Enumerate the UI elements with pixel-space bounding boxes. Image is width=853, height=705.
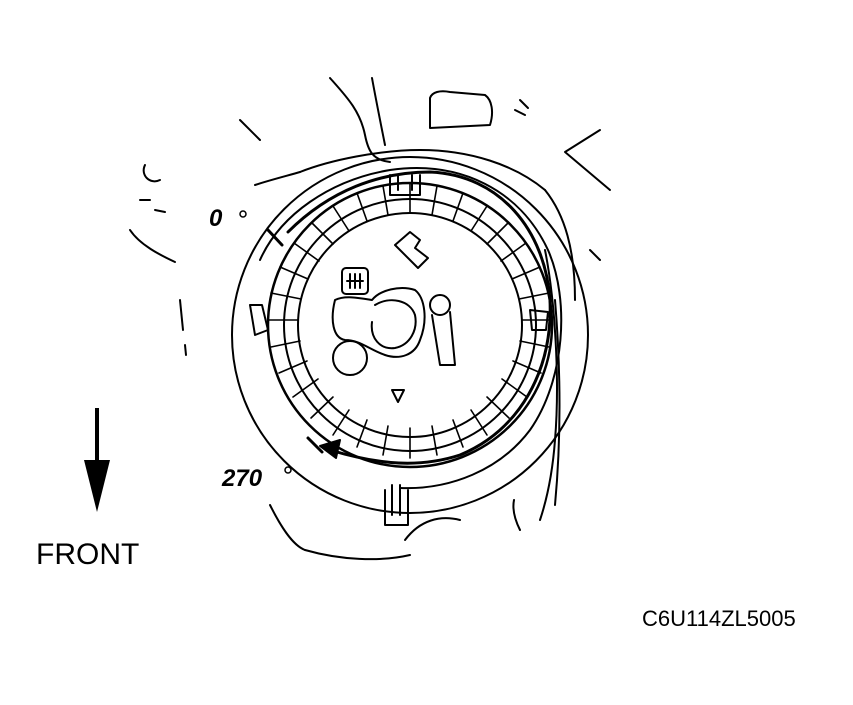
degree-symbol-270 — [284, 466, 292, 474]
bottom-tab — [384, 484, 409, 526]
pump-body-inner — [370, 299, 417, 350]
triangle-down-icon — [391, 389, 405, 403]
lock-ring-teeth — [267, 182, 553, 459]
top-tab — [389, 174, 421, 196]
front-label: FRONT — [36, 538, 140, 571]
arrow-down-icon — [84, 408, 110, 512]
l-bracket — [394, 231, 429, 269]
pump-body — [331, 287, 426, 358]
right-clip — [529, 309, 549, 331]
lock-ring-mid — [283, 198, 537, 452]
rotation-arc — [286, 170, 552, 465]
outlet-fitting — [429, 294, 451, 316]
lock-ring-inner — [297, 212, 523, 438]
lock-ring-outer — [266, 181, 554, 469]
fuel-filter — [332, 340, 368, 376]
outlet-pipe — [431, 311, 456, 366]
angle-end-label: 270 — [222, 465, 263, 492]
rotation-end-mark — [306, 436, 324, 454]
curved-arrow-icon — [319, 439, 341, 459]
connector-pins — [346, 273, 364, 289]
outer-flange-inner-edge — [259, 167, 563, 490]
connector — [341, 267, 369, 295]
rotation-start-mark — [266, 228, 284, 247]
figure-code: C6U114ZL5005 — [642, 606, 796, 631]
degree-symbol-0 — [239, 210, 247, 218]
angle-start-label: 0 — [209, 205, 223, 232]
outer-flange — [231, 156, 589, 514]
left-clip — [249, 304, 269, 336]
tank-body-outline — [129, 77, 611, 561]
